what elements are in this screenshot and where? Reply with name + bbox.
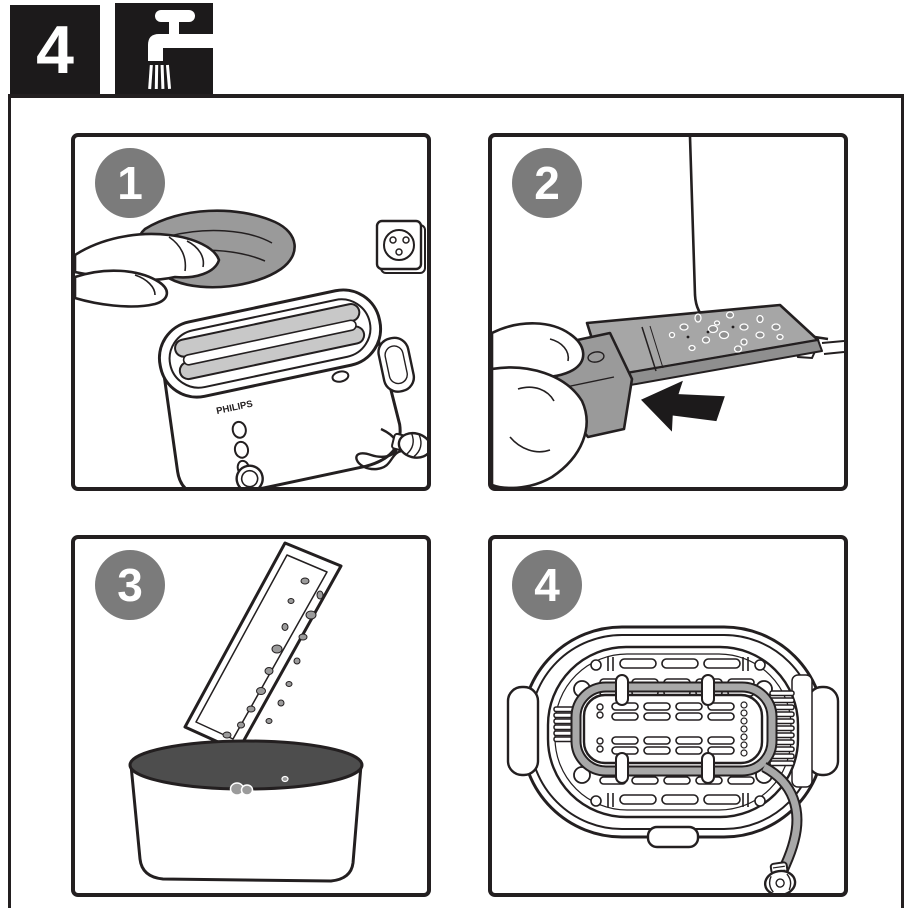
crumbs [222, 577, 324, 739]
tap-rinse-icon [115, 3, 213, 95]
step-badge-3: 3 [95, 550, 165, 620]
step-number-box: 4 [10, 5, 100, 95]
crumbs [668, 311, 784, 353]
illustration-cord-storage [506, 625, 840, 893]
step-badge-2: 2 [512, 148, 582, 218]
wall-socket-icon [375, 219, 426, 274]
content-frame [8, 94, 904, 908]
panel-step2: 2 [488, 133, 848, 491]
pull-arrow [640, 380, 725, 432]
badge-number: 4 [534, 559, 560, 611]
panel-step1: 1 PHILIPS [71, 133, 431, 491]
illustration-empty-tray [128, 541, 364, 883]
panel-step3: 3 [71, 535, 431, 897]
step-number: 4 [36, 12, 74, 88]
cord-posts [615, 674, 715, 784]
badge-number: 3 [117, 559, 143, 611]
illustration-remove-crumb-tray [492, 137, 844, 487]
step-badge-1: 1 [95, 148, 165, 218]
toaster: PHILIPS [157, 288, 416, 487]
panel-step4: 4 [488, 535, 848, 897]
power-plug-icon [391, 431, 427, 459]
illustration-wipe-toaster: PHILIPS [75, 209, 427, 487]
center-plate [582, 693, 764, 765]
badge-number: 1 [117, 157, 143, 209]
cleaning-section-box [115, 3, 213, 95]
crumb-tray-tilted [183, 541, 343, 753]
step-badge-4: 4 [512, 550, 582, 620]
badge-number: 2 [534, 157, 560, 209]
hand [75, 232, 221, 308]
hand [492, 322, 588, 487]
side-handle [377, 336, 416, 393]
waste-bin [128, 739, 364, 883]
power-plug-icon [763, 861, 797, 893]
